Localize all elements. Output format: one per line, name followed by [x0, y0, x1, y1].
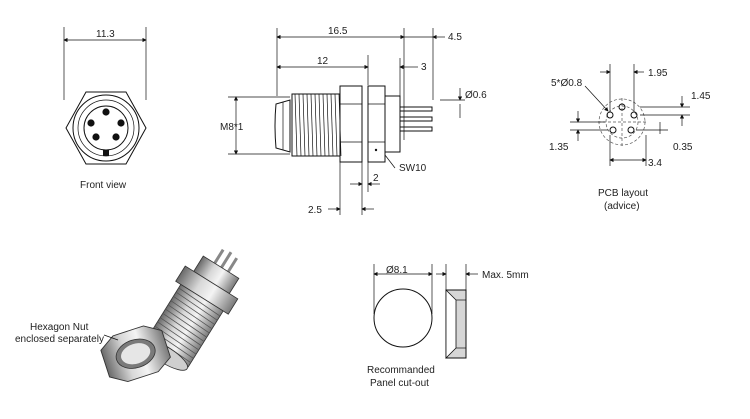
dim-pin-dia-label: Ø0.6: [465, 90, 487, 101]
front-cap: [274, 99, 291, 153]
hex-outline: [65, 91, 147, 165]
coding-key: [103, 150, 109, 156]
front-view-caption: Front view: [80, 180, 127, 191]
dim-wrench-label: SW10: [399, 163, 427, 174]
pin: [399, 126, 433, 132]
dim-nut-thickness-label: 2: [373, 173, 379, 184]
pcb-layout: 5*Ø0.8 1.95 1.45 1.35 0.35 3.4 PCB layou…: [549, 64, 711, 212]
pcb-caption-1: PCB layout: [598, 188, 648, 199]
pcb-h2-label: 3.4: [648, 158, 662, 169]
flange: [339, 85, 363, 163]
thread-circle: [72, 94, 140, 162]
dim-body-label: 12: [317, 56, 329, 67]
dim-panel-label: 2.5: [308, 205, 322, 216]
pin-hole: [112, 133, 120, 141]
iso-callout-1: Hexagon Nut: [30, 322, 89, 333]
pin-hole: [102, 108, 110, 116]
pcb-v3-label: 0.35: [673, 142, 693, 153]
cutout-circle: [373, 288, 433, 348]
pcb-hole: [627, 126, 635, 134]
pin: [399, 106, 433, 112]
pcb-hole: [609, 126, 617, 134]
pcb-v1-label: 1.45: [691, 91, 711, 102]
dim-overall-label: 16.5: [328, 26, 348, 37]
side-view: 16.5 4.5 12 3 M8*1: [220, 26, 487, 216]
front-view: 11.3 Front view: [63, 27, 147, 191]
iso-view: Hexagon Nut enclosed separately: [15, 248, 240, 382]
pcb-v2-label: 1.35: [549, 142, 569, 153]
pcb-hole: [618, 103, 626, 111]
pin-hole: [92, 133, 100, 141]
iso-callout-2: enclosed separately: [15, 334, 104, 345]
thread-lines: [294, 93, 342, 157]
dim-pin-offset-label: 3: [421, 62, 427, 73]
front-width-label: 11.3: [96, 29, 115, 40]
pcb-caption-2: (advice): [604, 201, 640, 212]
pin-hole: [87, 119, 95, 127]
pin: [399, 116, 433, 122]
pcb-holes-label: 5*Ø0.8: [551, 78, 583, 89]
dim-pin-length-label: 4.5: [448, 32, 462, 43]
panel-cutout: Ø8.1 Max. 5mm Recommanded Panel cut-out: [367, 264, 529, 389]
dim-thread-label: M8*1: [220, 122, 244, 133]
cutout-caption-2: Panel cut-out: [370, 378, 429, 389]
rear-body: [384, 95, 401, 153]
cutout-dia-label: Ø8.1: [386, 265, 408, 276]
pcb-h1-label: 1.95: [648, 68, 668, 79]
pin-hole: [117, 119, 125, 127]
cutout-caption-1: Recommanded: [367, 365, 435, 376]
cutout-max-label: Max. 5mm: [482, 270, 529, 281]
